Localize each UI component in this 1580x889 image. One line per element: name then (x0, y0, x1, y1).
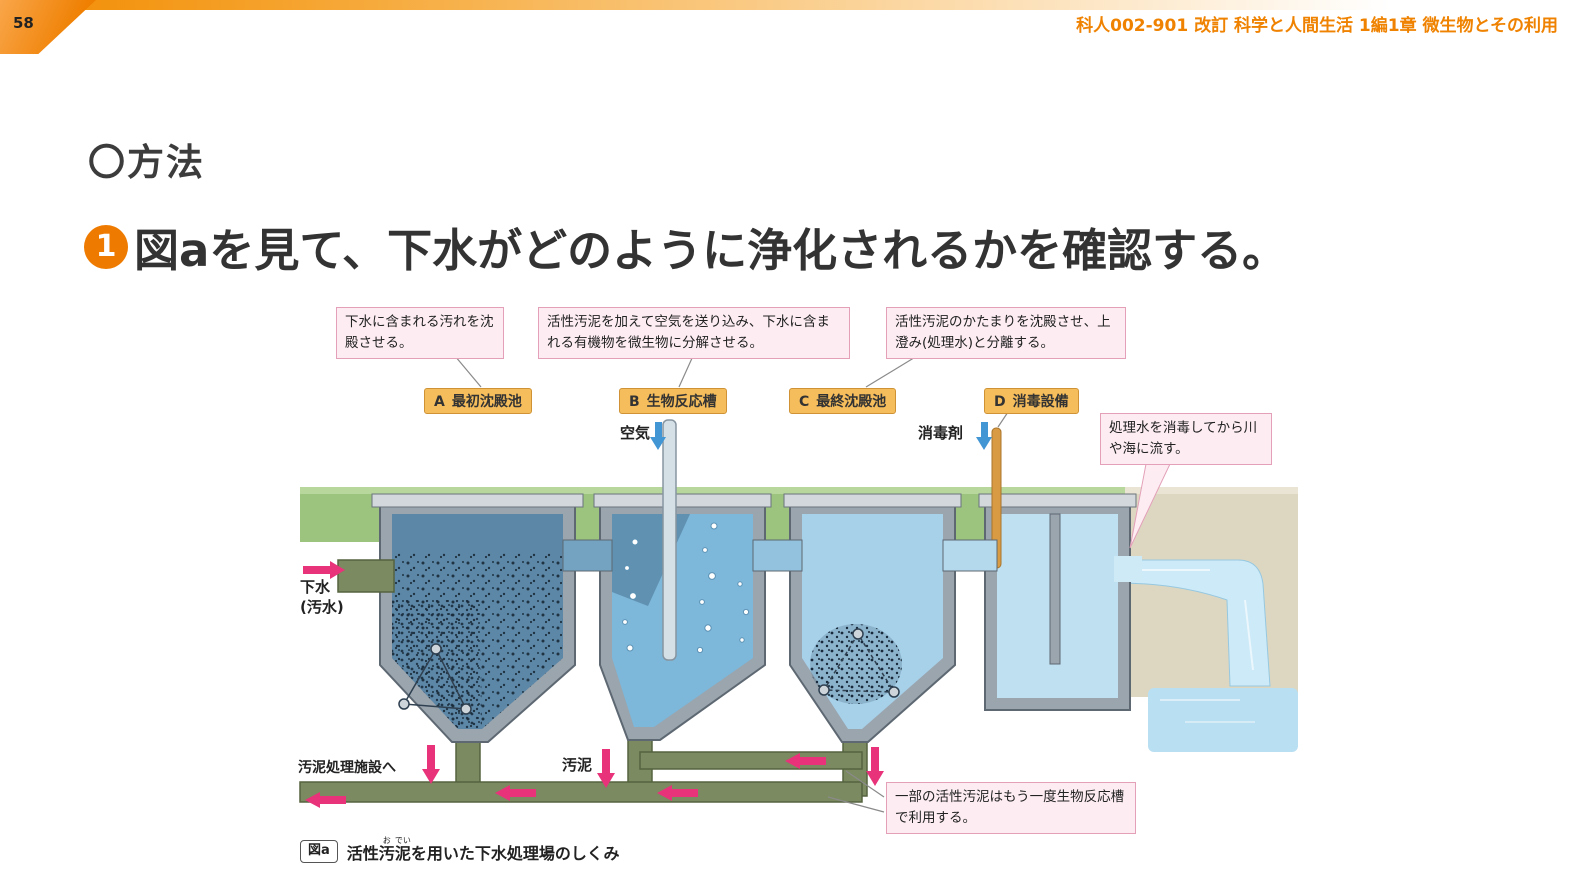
arrow-to-facility-left (305, 792, 346, 808)
step-number-badge: 1 (84, 224, 128, 269)
figure-caption-text: 活性汚お泥でいを用いた下水処理場のしくみ (347, 836, 620, 863)
outflow-stream (1117, 559, 1271, 687)
baffle-wall (1049, 513, 1061, 665)
tank-b-bioreactor (593, 419, 772, 741)
arrow-disinfectant-down (976, 422, 992, 450)
arrow-return-pipe-left (785, 753, 826, 769)
flow-arrows (303, 561, 884, 808)
outflow-weir (1114, 556, 1142, 582)
connecting-channels (562, 539, 998, 572)
header-title: 科人002-901 改訂 科学と人間生活 1編1章 微生物とその利用 (1076, 16, 1558, 36)
step-instruction: 1 図aを見て、下水がどのように浄化されるかを確認する。 (84, 214, 1287, 279)
figure-tag: 図a (300, 840, 338, 863)
ruby-text: お (378, 836, 395, 845)
stage-letter: A (434, 394, 445, 410)
callout-discharge: 処理水を消毒してから川や海に流す。 (1100, 413, 1272, 465)
stage-label-b: B 生物反応槽 (619, 388, 727, 414)
tank-c-final-settling (783, 493, 962, 743)
dosing-arrows (650, 422, 992, 450)
arrow-main-pipe-left-2 (657, 785, 698, 801)
tank-d-disinfection (978, 427, 1142, 711)
top-accent-bar (0, 0, 1580, 10)
sludge-label: 汚泥 (562, 756, 593, 774)
stage-label-d: D 消毒設備 (984, 388, 1079, 414)
ruby-text: でい (394, 836, 411, 845)
arrow-tank-a-sludge-down (422, 745, 440, 784)
pipe-sludge-return (639, 751, 863, 770)
stage-name: 消毒設備 (1012, 394, 1069, 410)
scraper-a (398, 643, 472, 715)
callout-final-settling: 活性汚泥のかたまりを沈殿させ、上澄み(処理水)と分離する。 (886, 307, 1126, 359)
ruby-base: 泥 (394, 844, 411, 863)
stage-label-c: C 最終沈殿池 (789, 388, 897, 414)
air-label: 空気 (620, 424, 651, 442)
tank-a-primary-settling (371, 493, 584, 743)
step-text: 図aを見て、下水がどのように浄化されるかを確認する。 (134, 224, 1288, 277)
stage-label-a: A 最初沈殿池 (424, 388, 532, 414)
stage-name: 最初沈殿池 (451, 394, 522, 410)
callout-sludge-return: 一部の活性汚泥はもう一度生物反応槽で利用する。 (886, 782, 1136, 834)
air-bubbles (622, 522, 750, 654)
caption-pre: 活性 (346, 844, 379, 863)
arrow-main-pipe-left-1 (495, 785, 536, 801)
callout-connectors (454, 355, 1009, 813)
stage-name: 生物反応槽 (646, 394, 717, 410)
inflow-label: 下水 (汚水) (300, 578, 344, 616)
inflow-channel (337, 559, 395, 593)
stage-name: 最終沈殿池 (816, 394, 887, 410)
disinfectant-label: 消毒剤 (918, 424, 964, 442)
stage-letter: B (629, 394, 640, 410)
caption-post: を用いた下水処理場のしくみ (410, 844, 620, 863)
page-number: 58 (13, 14, 34, 32)
arrow-air-down (650, 422, 666, 450)
figure-caption: 図a 活性汚お泥でいを用いた下水処理場のしくみ (300, 836, 619, 863)
callout-primary-settling: 下水に含まれる汚れを沈殿させる。 (336, 307, 504, 359)
river-pool (1148, 688, 1298, 752)
sludge-floc (810, 624, 902, 704)
arrow-inflow-right (303, 561, 345, 579)
pipe-main-sludge (299, 781, 863, 803)
ruby-base: 汚 (378, 844, 395, 863)
section-title: 〇方法 (88, 141, 205, 184)
air-pipe (662, 419, 677, 661)
to-sludge-facility-label: 汚泥処理施設へ (298, 760, 396, 776)
caption-ruby: 汚お泥でい (378, 836, 411, 863)
stage-letter: D (994, 394, 1006, 410)
stage-letter: C (799, 394, 810, 410)
arrow-tank-c-sludge-down (866, 747, 884, 786)
callout-bioreactor: 活性汚泥を加えて空気を送り込み、下水に含まれる有機物を微生物に分解させる。 (538, 307, 850, 359)
arrow-sludge-down (597, 749, 615, 788)
